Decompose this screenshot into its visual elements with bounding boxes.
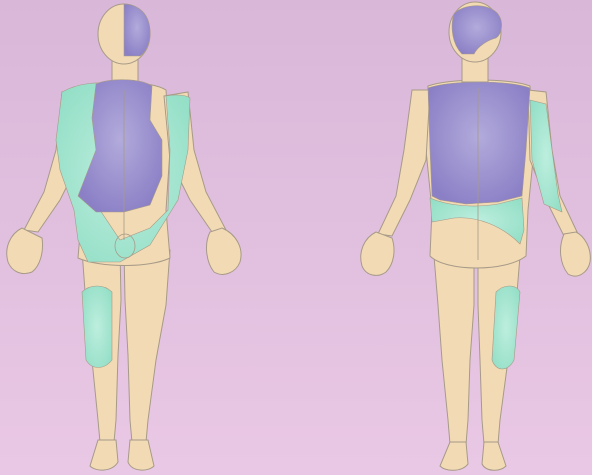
front-teal-zone-knee xyxy=(82,286,112,368)
back-purple-zone-torso xyxy=(428,82,530,204)
